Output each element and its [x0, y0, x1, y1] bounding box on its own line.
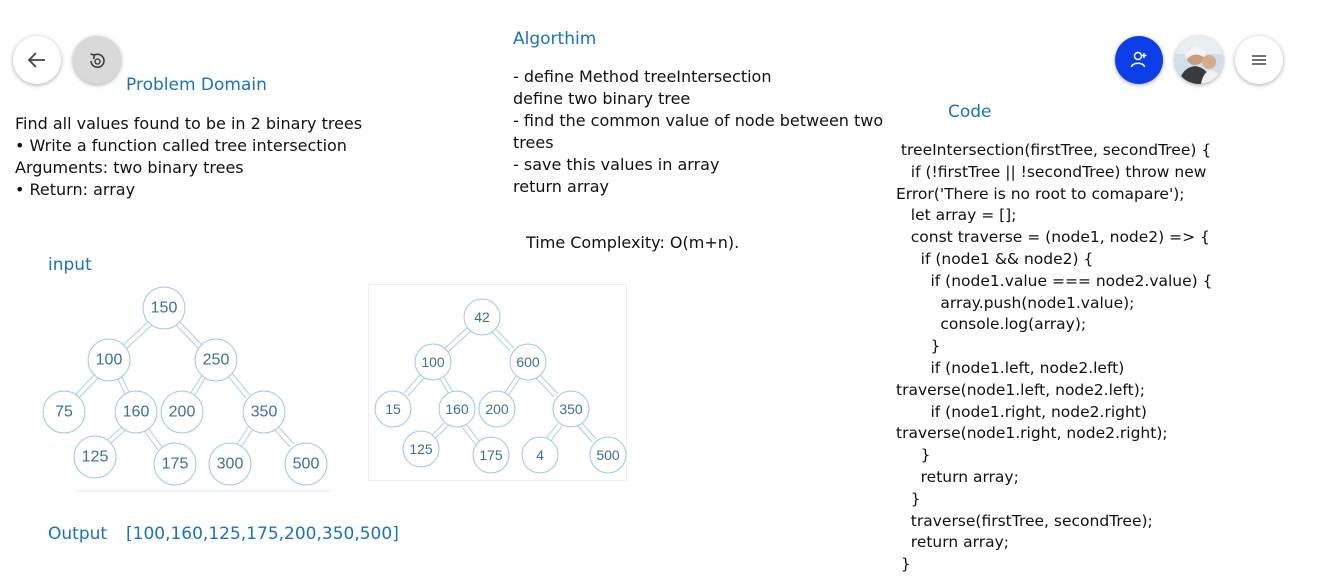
- tree-node: 350: [251, 404, 278, 421]
- algorithm-steps: - define Method treeIntersection define …: [513, 66, 883, 198]
- input-heading: input: [48, 255, 92, 275]
- algorithm-line: define two binary tree: [513, 89, 691, 108]
- avatar[interactable]: [1175, 36, 1223, 84]
- code-line: array.push(node1.value);: [896, 293, 1135, 312]
- menu-icon: [1252, 55, 1266, 65]
- tree-node: 350: [559, 401, 583, 417]
- tree-node: 150: [151, 300, 178, 317]
- tree-node: 160: [445, 401, 469, 417]
- code-line: }: [896, 555, 911, 574]
- code-line: return array;: [896, 533, 1009, 552]
- output-value: [100,160,125,175,200,350,500]: [126, 524, 399, 544]
- tree-node: 175: [162, 456, 189, 473]
- code-line: if (node1 && node2) {: [896, 249, 1094, 268]
- menu-button[interactable]: [1235, 36, 1283, 84]
- problem-domain-heading: Problem Domain: [126, 75, 267, 95]
- tree-node: 42: [474, 309, 490, 325]
- output-label: Output: [48, 524, 108, 544]
- tree-node: 75: [55, 404, 73, 421]
- code-line: }: [896, 337, 941, 356]
- code-line: let array = [];: [896, 206, 1017, 225]
- user-photo-icon: [1175, 36, 1223, 84]
- code-line: treeIntersection(firstTree, secondTree) …: [896, 141, 1212, 159]
- tree-node: 4: [536, 447, 544, 463]
- tree-node: 15: [385, 401, 401, 417]
- code-line: if (node1.left, node2.left): [896, 358, 1125, 377]
- code-line: const traverse = (node1, node2) => {: [896, 228, 1210, 247]
- tree-node: 125: [409, 441, 433, 457]
- replay-button[interactable]: [73, 36, 121, 84]
- problem-line: Find all values found to be in 2 binary …: [15, 114, 363, 133]
- code-line: traverse(node1.right, node2.right);: [896, 424, 1168, 443]
- time-complexity: Time Complexity: O(m+n).: [526, 233, 740, 252]
- code-line: }: [896, 446, 931, 465]
- tree-node: 100: [421, 354, 445, 370]
- tree-node: 250: [203, 352, 230, 369]
- arrow-left-icon: [27, 52, 45, 68]
- tree-node: 175: [479, 447, 503, 463]
- tree-node: 300: [217, 456, 244, 473]
- algorithm-line: return array: [513, 177, 609, 196]
- tree-node: 160: [123, 404, 150, 421]
- algorithm-line: trees: [513, 133, 554, 152]
- algorithm-line: - find the common value of node between …: [513, 111, 884, 130]
- code-heading: Code: [948, 102, 992, 122]
- replay-icon: [90, 53, 105, 69]
- code-line: if (!firstTree || !secondTree) throw new: [896, 162, 1207, 181]
- code-line: console.log(array);: [896, 315, 1087, 334]
- tree-node: 200: [485, 401, 509, 417]
- tree-node: 125: [82, 449, 109, 466]
- tree-node: 500: [596, 447, 620, 463]
- tree-node: 200: [169, 404, 196, 421]
- code-line: if (node1.value === node2.value) {: [896, 271, 1213, 290]
- code-line: traverse(node1.left, node2.left);: [896, 380, 1145, 399]
- tree-2-nodes: 42 100 600 15 160 200 350 125 175 4 500: [374, 298, 627, 474]
- profile-button[interactable]: [1115, 36, 1163, 84]
- algorithm-line: - define Method treeIntersection: [513, 67, 772, 86]
- problem-line: • Write a function called tree intersect…: [15, 136, 347, 155]
- back-button[interactable]: [13, 36, 61, 84]
- code-line: return array;: [896, 467, 1019, 486]
- input-tree-2: 42 100 600 15 160 200 350 125 175 4 500: [368, 284, 627, 481]
- code-line: if (node1.right, node2.right): [896, 402, 1147, 421]
- tree-node: 500: [293, 456, 320, 473]
- code-line: Error('There is no root to comapare');: [896, 184, 1185, 203]
- input-tree-1: 150 100 250 75 160 200 350 125 175 300 5…: [42, 286, 330, 492]
- algorithm-heading: Algorthim: [513, 29, 597, 49]
- code-block: treeIntersection(firstTree, secondTree) …: [896, 140, 1213, 576]
- algorithm-line: - save this values in array: [513, 155, 720, 174]
- problem-line: Arguments: two binary trees: [15, 158, 244, 177]
- code-line: }: [896, 489, 921, 508]
- problem-description: Find all values found to be in 2 binary …: [15, 113, 362, 201]
- tree-node: 100: [96, 352, 123, 369]
- add-person-icon: [1130, 51, 1147, 68]
- problem-line: • Return: array: [15, 180, 136, 199]
- tree-node: 600: [516, 354, 540, 370]
- tree-1-nodes: 150 100 250 75 160 200 350 125 175 300 5…: [42, 286, 328, 486]
- code-line: traverse(firstTree, secondTree);: [896, 511, 1153, 530]
